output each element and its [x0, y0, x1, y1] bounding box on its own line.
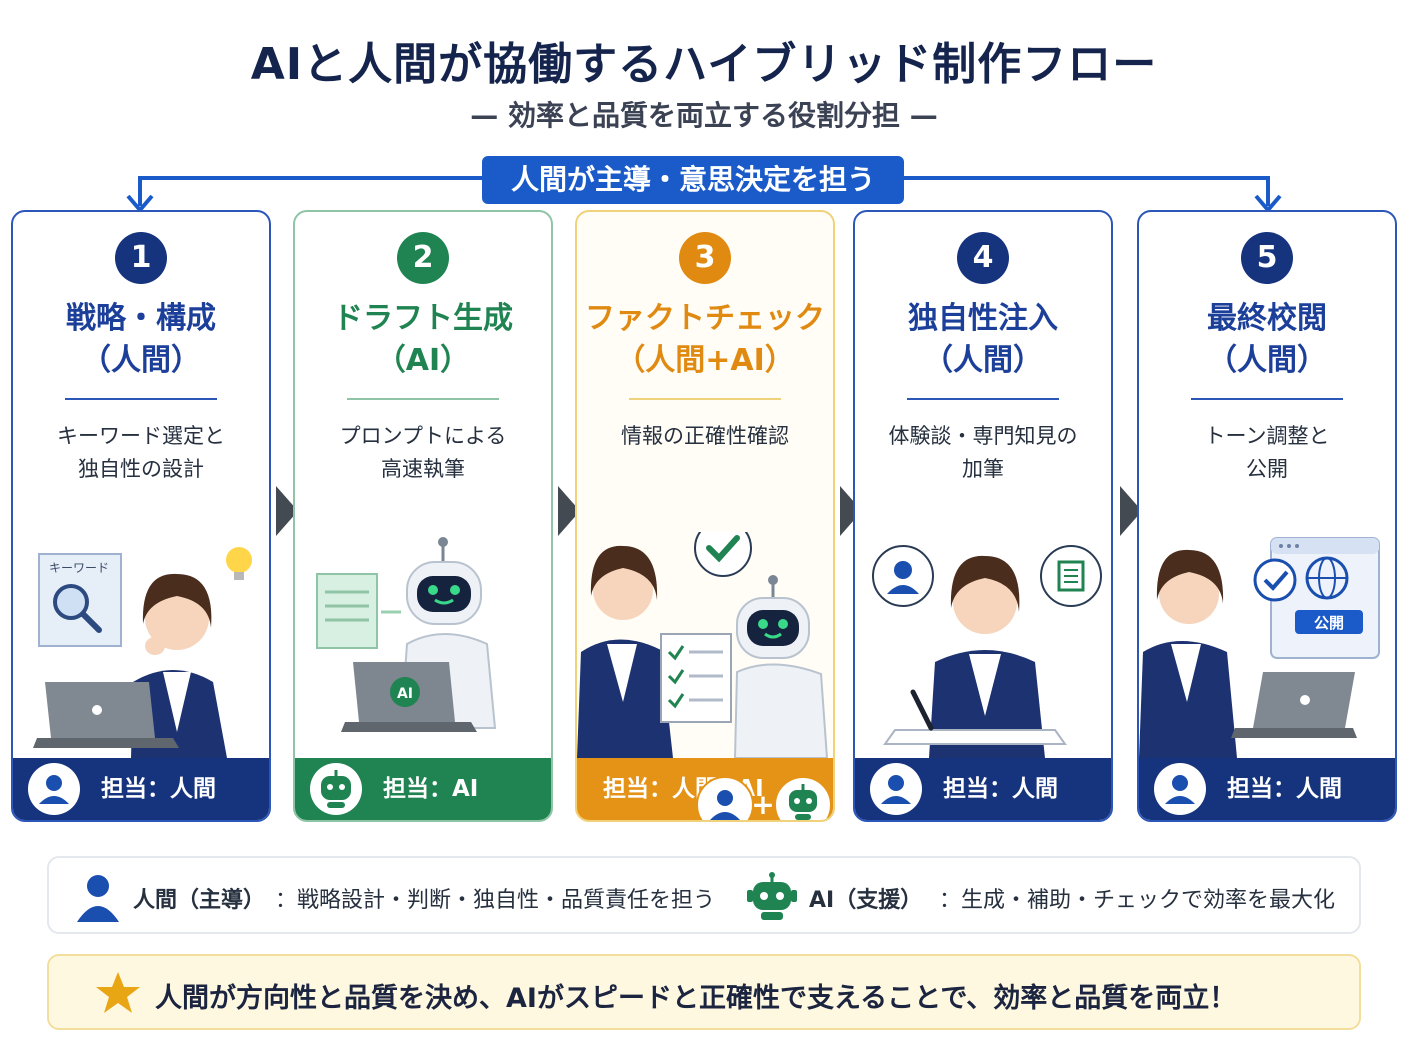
person-icon: [870, 763, 922, 815]
summary-text: 人間が方向性と品質を決め、AIがスピードと正確性で支えることで、効率と品質を両立…: [155, 983, 1237, 1014]
step-card-3: 3 ファクトチェック（人間+AI） 情報の正確性確認 担当：人間+AI: [575, 210, 835, 822]
step-description: トーン調整と公開: [1204, 424, 1330, 481]
person-icon: [77, 875, 119, 922]
step-card-4: 4 独自性注入（人間） 体験談・専門知見の加筆 担当：人間: [853, 210, 1113, 822]
legend-ai-text: ：生成・補助・チェックで効率を最大化: [939, 888, 1336, 913]
step-number: 3: [679, 232, 731, 284]
page-subtitle: — 効率と品質を両立する役割分担 —: [470, 99, 938, 132]
step-owner-footer: 担当：人間: [13, 758, 269, 820]
robot-icon: [310, 763, 362, 815]
step-title: 戦略・構成（人間）: [66, 301, 216, 378]
step-number: 4: [957, 232, 1009, 284]
role-legend: 人間（主導） ：戦略設計・判断・独自性・品質責任を担う AI（支援） ：生成・補…: [47, 856, 1361, 934]
divider: [629, 398, 781, 400]
step-card-5: 5 最終校閲（人間） トーン調整と公開 公開 担当：人間: [1137, 210, 1397, 822]
chevron-right-icon: [558, 486, 580, 536]
human-lead-banner: 人間が主導・意思決定を担う: [482, 156, 904, 204]
fact-check-illustration: [577, 532, 829, 758]
step-number: 5: [1241, 232, 1293, 284]
step-title: ドラフト生成（AI）: [333, 301, 513, 378]
step-description: プロンプトによる高速執筆: [339, 424, 507, 481]
step-description: 体験談・専門知見の加筆: [888, 424, 1078, 481]
step-title: 独自性注入（人間）: [908, 301, 1058, 378]
writer-illustration: [872, 545, 1102, 758]
chevron-right-icon: [1120, 486, 1142, 536]
chevron-right-icon: [276, 486, 298, 536]
legend-ai-label: AI（支援）: [809, 888, 923, 913]
step-number: 2: [397, 232, 449, 284]
legend-human-label: 人間（主導）: [133, 888, 266, 913]
step-title: 最終校閲（人間）: [1207, 301, 1327, 378]
step-description: 情報の正確性確認: [621, 424, 789, 448]
step-card-2: 2 ドラフト生成（AI） プロンプトによる高速執筆 AI: [293, 210, 553, 822]
step-number: 1: [115, 232, 167, 284]
star-icon: [96, 972, 140, 1013]
publisher-illustration: 公開: [1139, 537, 1380, 758]
step-owner-footer: 担当：人間: [1139, 758, 1395, 820]
robot-icon: [747, 872, 797, 920]
step-description: キーワード選定と独自性の設計: [57, 424, 225, 481]
step-owner-footer: 担当：AI: [295, 758, 551, 820]
divider: [347, 398, 499, 400]
publish-badge: 公開: [1314, 614, 1344, 632]
divider: [65, 398, 217, 400]
strategist-illustration: キーワード: [33, 547, 252, 758]
divider: [1191, 398, 1343, 400]
step-title: ファクトチェック（人間+AI）: [585, 301, 825, 378]
divider: [907, 398, 1059, 400]
robot-writer-illustration: AI: [316, 537, 497, 732]
person-icon: [1154, 763, 1206, 815]
step-card-1: 1 戦略・構成（人間） キーワード選定と独自性の設計 キーワード 担当：人間: [11, 210, 271, 822]
person-icon: [28, 763, 80, 815]
svg-text:+: +: [751, 788, 774, 821]
page-title: AIと人間が協働するハイブリッド制作フロー: [250, 39, 1158, 90]
chevron-right-icon: [840, 486, 862, 536]
person-plus-robot-icon: +: [696, 776, 832, 821]
laptop-ai-label: AI: [397, 686, 413, 702]
legend-human-text: ：戦略設計・判断・独自性・品質責任を担う: [275, 888, 716, 913]
step-owner-footer: 担当：人間: [855, 758, 1111, 820]
summary-callout: 人間が方向性と品質を決め、AIがスピードと正確性で支えることで、効率と品質を両立…: [47, 954, 1361, 1030]
keyword-doc-label: キーワード: [49, 561, 109, 575]
